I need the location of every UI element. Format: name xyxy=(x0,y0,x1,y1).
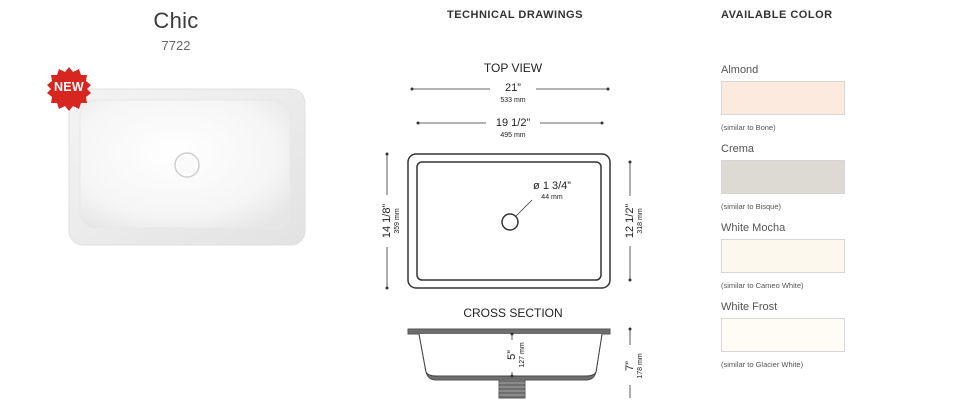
inner-height-in: 5” xyxy=(506,350,518,360)
swatch-white-mocha[interactable] xyxy=(721,239,845,273)
inner-depth-mm: 318 mm xyxy=(637,208,644,233)
available-color-heading: AVAILABLE COLOR xyxy=(721,9,833,21)
inner-width-in: 19 1/2” xyxy=(496,117,531,129)
color-note-white-mocha: (similar to Cameo White) xyxy=(721,281,804,290)
new-badge: NEW xyxy=(46,66,92,112)
product-code: 7722 xyxy=(161,38,191,53)
drain-icon xyxy=(501,213,519,231)
swatch-white-frost[interactable] xyxy=(721,318,845,352)
inner-depth-in: 12 1/2” xyxy=(624,204,636,239)
color-name-almond: Almond xyxy=(721,64,759,76)
outer-width-in: 21” xyxy=(505,82,521,94)
cross-section-title: CROSS SECTION xyxy=(463,306,562,320)
color-note-white-frost: (similar to Glacier White) xyxy=(721,360,804,369)
drain-mm: 44 mm xyxy=(541,194,563,201)
color-name-white-frost: White Frost xyxy=(721,301,778,313)
inner-height-mm: 127 mm xyxy=(519,342,526,367)
badge-starburst-icon xyxy=(47,67,91,111)
swatch-crema[interactable] xyxy=(721,160,845,194)
badge-label: NEW xyxy=(53,80,85,94)
top-view-title: TOP VIEW xyxy=(484,61,543,75)
outer-height-in: 7” xyxy=(624,361,636,371)
color-name-white-mocha: White Mocha xyxy=(721,222,786,234)
outer-depth-mm: 359 mm xyxy=(394,208,401,233)
top-view-inner-outline xyxy=(416,161,602,281)
technical-drawings-heading: TECHNICAL DRAWINGS xyxy=(447,9,583,21)
outer-width-mm: 533 mm xyxy=(500,97,525,104)
color-note-almond: (similar to Bone) xyxy=(721,123,776,132)
technical-drawing: TOP VIEW 21” 533 mm 19 1/2” 495 mm ø 1 3… xyxy=(378,61,646,399)
color-note-crema: (similar to Bisque) xyxy=(721,202,782,211)
swatch-almond[interactable] xyxy=(721,81,845,115)
sink-photo xyxy=(66,86,308,253)
product-name: Chic xyxy=(153,8,199,33)
outer-depth-in: 14 1/8” xyxy=(381,204,393,239)
top-view-outer-outline xyxy=(407,153,611,289)
drain-in: ø 1 3/4” xyxy=(533,180,571,192)
color-name-crema: Crema xyxy=(721,143,755,155)
outer-height-mm: 178 mm xyxy=(637,353,644,378)
inner-width-mm: 495 mm xyxy=(500,132,525,139)
